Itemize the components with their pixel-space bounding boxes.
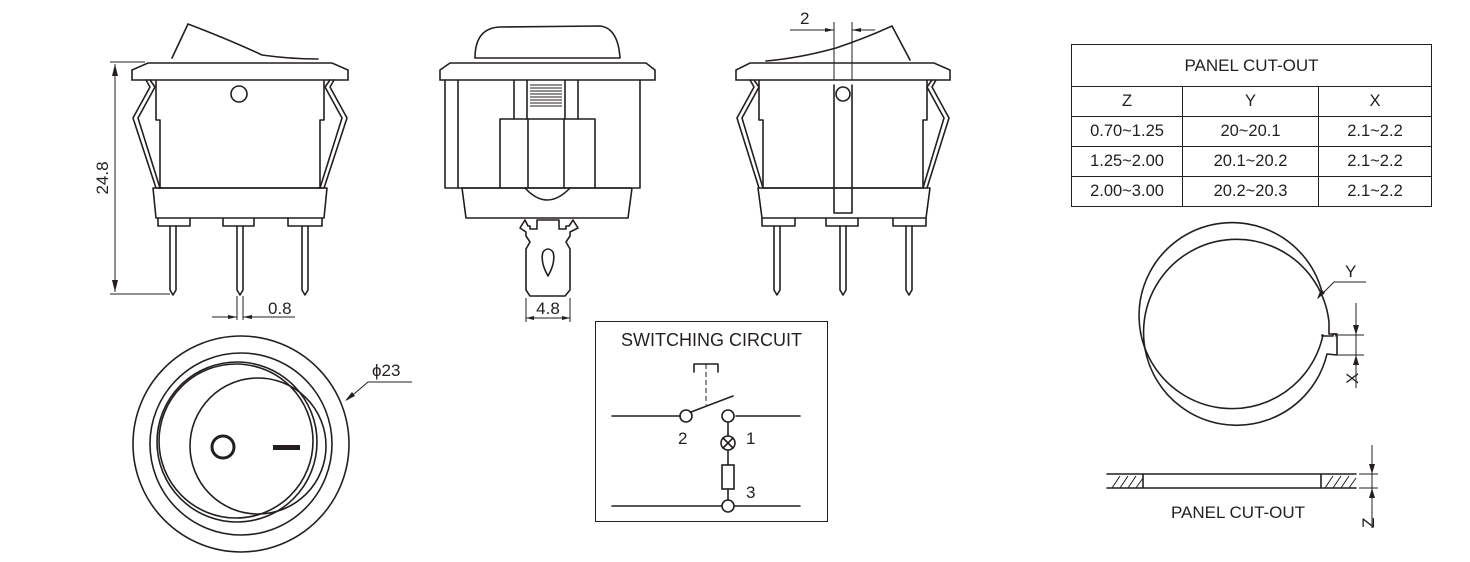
panel-cutout-table: PANEL CUT-OUT Z Y X 0.70~1.25 20~20.1 2.… [1071,44,1432,207]
cell-z: 2.00~3.00 [1071,176,1183,207]
cell-x: 2.1~2.2 [1318,116,1432,147]
indicator-hole [835,86,851,102]
y-leader [1317,281,1366,299]
switch-body [155,79,325,189]
off-symbol [210,434,236,460]
cutout-caption: PANEL CUT-OUT [1171,503,1305,522]
terminal-2-node [679,409,693,423]
indicator-hole [230,85,248,103]
pin-1 [169,225,177,296]
snap-clip-left [736,79,764,189]
rocker-actuator [765,25,911,62]
on-symbol [273,445,300,450]
diameter-label: ϕ23 [372,361,400,380]
header-y: Y [1182,86,1319,117]
switch-body [444,79,641,189]
table-header-row: Z Y X [1071,86,1432,117]
switch-contact [690,395,734,413]
bezel-flange [735,62,951,81]
y-label: Y [1345,262,1356,281]
cell-y: 20~20.1 [1182,116,1319,147]
cell-z: 0.70~1.25 [1071,116,1183,147]
table-title: PANEL CUT-OUT [1071,44,1432,87]
height-dimension-label: 24.8 [93,161,112,194]
end-view-center: 4.8 [439,25,656,322]
outer-bezel-circle [132,335,350,553]
travel-dimension-label: 2 [800,9,809,28]
rocker-spring [530,84,562,107]
pin-3 [301,225,309,296]
pin-3 [905,225,913,296]
cell-x: 2.1~2.2 [1318,146,1432,177]
top-view-round: ϕ23 [132,335,412,553]
bezel-flange [439,62,656,81]
table-row: 0.70~1.25 20~20.1 2.1~2.2 [1071,116,1432,147]
switch-base [461,187,633,219]
side-view-right: 2 [735,9,951,296]
bezel-flange [131,62,349,81]
diameter-leader [346,381,412,401]
rocker-cap [474,25,621,59]
pin-2 [236,225,244,296]
switching-circuit-box: SWITCHING CIRCUIT [595,321,828,522]
snap-clip-right [317,79,348,189]
snap-clip-left [132,79,163,189]
rocker-actuator [171,23,319,60]
terminal-2-label: 2 [678,429,687,448]
cell-y: 20.1~20.2 [1182,146,1319,177]
pin-width-dimension-line [212,296,295,320]
quick-connect-tab [519,219,579,297]
side-view-left: 24.8 0.8 [93,23,349,320]
switch-base [152,187,328,219]
cutout-circle [1142,238,1338,427]
x-label: X [1343,373,1362,384]
panel-hatch [1111,475,1357,489]
tab-width-label: 4.8 [536,299,560,318]
cell-y: 20.2~20.3 [1182,176,1319,207]
tab-hole [541,248,555,277]
header-x: X [1318,86,1432,117]
table-row: 1.25~2.00 20.1~20.2 2.1~2.2 [1071,146,1432,177]
rocker-face [189,377,327,515]
panel-cutout-view: Y X Z PANEL CUT-OUT [1106,221,1378,528]
terminal-3-label: 3 [746,483,755,502]
height-dimension-line [110,61,170,295]
terminal-1-label: 1 [746,429,755,448]
pin-2 [839,225,847,296]
z-dimension-line [1359,445,1378,528]
snap-clip-right [922,79,950,189]
indicator-strip [833,84,853,214]
terminal-3-node [721,499,735,513]
table-row: 2.00~3.00 20.2~20.3 2.1~2.2 [1071,176,1432,207]
z-label: Z [1359,518,1378,528]
header-z: Z [1071,86,1183,117]
travel-dimension-line [790,22,875,80]
pin-1 [773,225,781,296]
panel-section [1106,473,1357,489]
cell-x: 2.1~2.2 [1318,176,1432,207]
circuit-schematic: 2 1 3 [611,363,801,513]
pin-width-label: 0.8 [268,299,292,318]
x-dimension-line [1338,303,1364,388]
cell-z: 1.25~2.00 [1071,146,1183,177]
circuit-title: SWITCHING CIRCUIT [621,330,802,350]
